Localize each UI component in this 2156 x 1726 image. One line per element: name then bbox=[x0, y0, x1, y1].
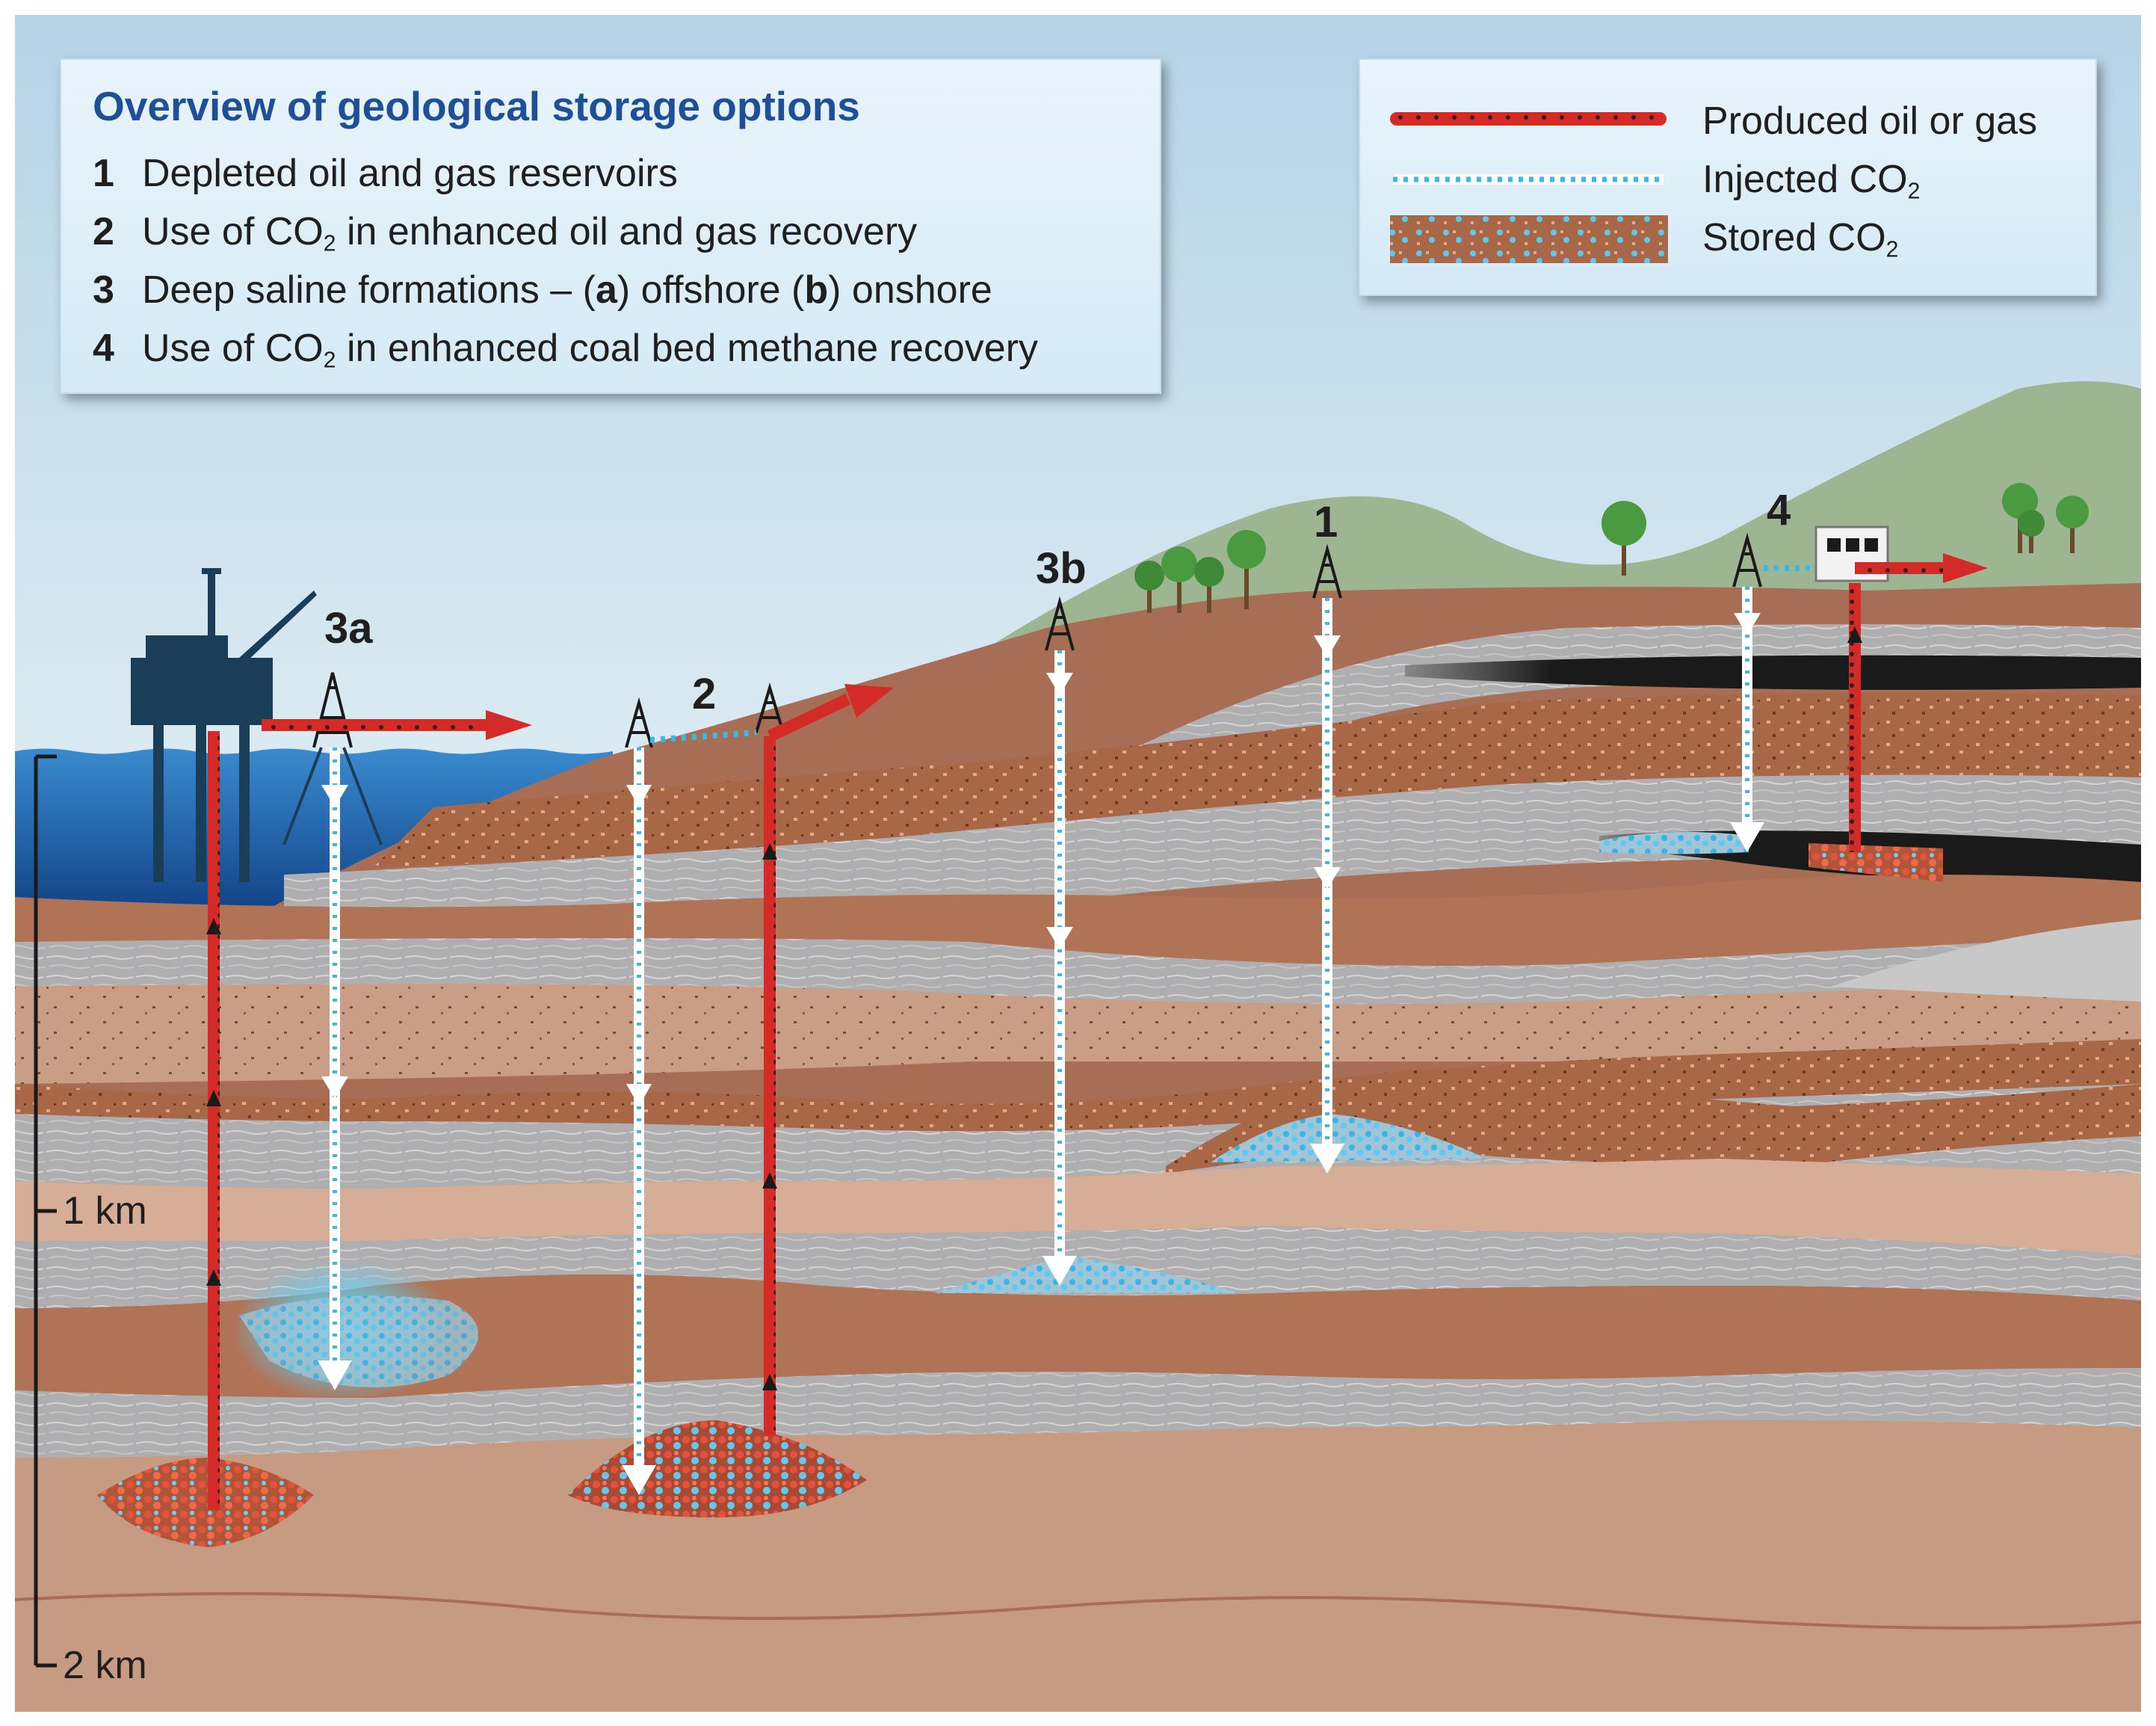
overview-item-3: 3 Deep saline formations – (a) offshore (… bbox=[93, 268, 992, 312]
derrick-3a bbox=[282, 672, 383, 845]
overview-item-4: 4 Use of CO2 in enhanced coal bed methane… bbox=[93, 326, 1038, 373]
overview-item-number: 4 bbox=[93, 327, 114, 370]
offshore-platform bbox=[131, 568, 317, 882]
site-label-3b: 3b bbox=[1036, 544, 1087, 593]
stored-3a bbox=[239, 1295, 478, 1387]
overview-item-1: 1 Depleted oil and gas reservoirs bbox=[93, 151, 678, 196]
stored-3b bbox=[934, 1256, 1241, 1293]
stored-1 bbox=[1211, 1114, 1487, 1162]
overview-item-text: Depleted oil and gas reservoirs bbox=[142, 152, 678, 195]
bottom-line bbox=[14, 1592, 2142, 1630]
oil-reservoir-left bbox=[97, 1458, 314, 1547]
derrick-2b bbox=[755, 682, 785, 733]
scale-1km: 1 km bbox=[63, 1189, 147, 1233]
derrick-1 bbox=[1312, 543, 1342, 599]
layer-brown-2 bbox=[15, 1275, 2141, 1398]
produced-wells bbox=[206, 553, 1988, 1510]
legend-swatch-produced bbox=[1390, 112, 1667, 126]
site-label-3a: 3a bbox=[324, 604, 373, 653]
layer-bottom-brown bbox=[15, 1420, 2141, 1712]
legend-produced-label: Produced oil or gas bbox=[1702, 99, 2038, 143]
derrick-2a bbox=[625, 697, 653, 748]
site-label-4: 4 bbox=[1767, 486, 1791, 534]
overview-item-2: 2 Use of CO2 in enhanced oil and gas reco… bbox=[93, 209, 917, 256]
derrick-3b bbox=[1045, 596, 1075, 651]
site-label-1: 1 bbox=[1314, 498, 1338, 546]
layer-light-1 bbox=[15, 1159, 2141, 1256]
legend-stored-label: Stored CO2 bbox=[1702, 216, 1899, 262]
overview-panel: Overview of geological storage options 1… bbox=[60, 58, 1161, 394]
stored-4 bbox=[1599, 831, 1749, 854]
tree-group-left bbox=[1134, 530, 1266, 613]
layer-gray-6 bbox=[15, 1368, 2141, 1458]
derrick-4 bbox=[1732, 532, 1762, 588]
layer-brown-1 bbox=[15, 875, 2141, 966]
overview-item-number: 3 bbox=[93, 268, 114, 312]
overview-title: Overview of geological storage options bbox=[93, 83, 860, 129]
legend-swatches bbox=[1390, 112, 1668, 263]
tree-group-right bbox=[2002, 483, 2089, 553]
legend-swatch-stored bbox=[1390, 215, 1668, 263]
tree-group-middle bbox=[1601, 501, 1646, 576]
legend-panel: Produced oil or gas Injected CO2 Stored … bbox=[1359, 58, 2097, 296]
overview-item-text: Use of CO2 in enhanced coal bed methane … bbox=[142, 327, 1039, 373]
layer-gray-3 bbox=[15, 934, 2141, 1005]
layer-coal-upper bbox=[1405, 655, 2141, 690]
overview-item-number: 2 bbox=[93, 210, 114, 253]
scale-2km: 2 km bbox=[63, 1644, 147, 1687]
layer-dotted-dark-1 bbox=[374, 692, 2141, 867]
layer-gray-2 bbox=[284, 774, 2141, 919]
overview-item-text: Use of CO2 in enhanced oil and gas recov… bbox=[142, 210, 918, 256]
legend-injected-label: Injected CO2 bbox=[1702, 158, 1921, 204]
overview-item-text: Deep saline formations – (a) offshore (b… bbox=[142, 268, 992, 312]
layer-dotted-dark-2 bbox=[15, 1039, 2141, 1132]
site-label-2: 2 bbox=[692, 670, 716, 718]
layer-gray-v bbox=[1831, 919, 2141, 1002]
stored-4-oil bbox=[1808, 843, 1943, 882]
injected-wells bbox=[318, 565, 1816, 1495]
overview-item-number: 1 bbox=[93, 152, 114, 195]
depth-scale bbox=[34, 754, 57, 1668]
